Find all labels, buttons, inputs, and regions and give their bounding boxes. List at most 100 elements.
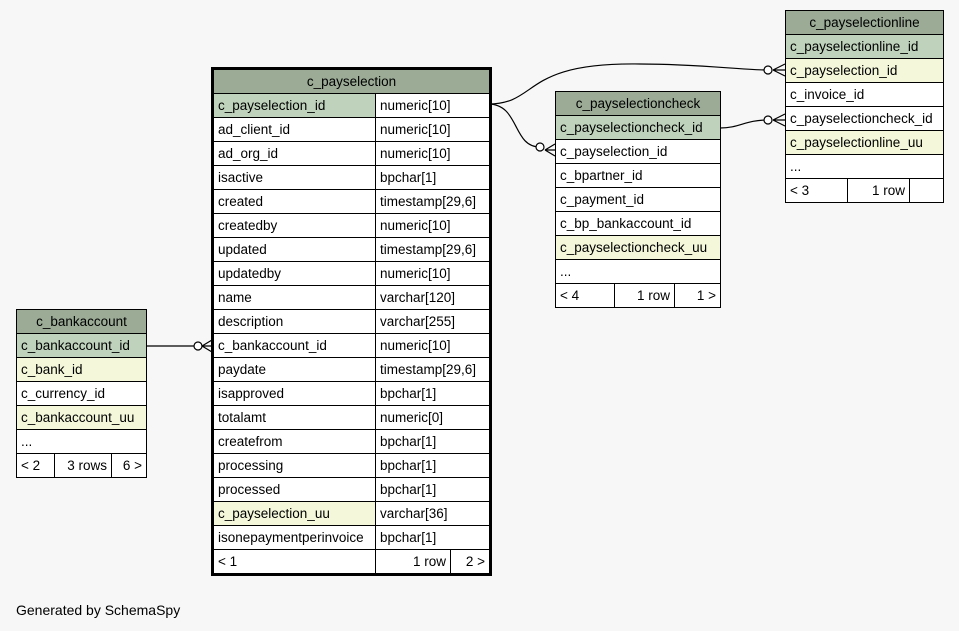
column-name[interactable]: name [212, 285, 376, 310]
column-name[interactable]: isactive [212, 165, 376, 190]
column-row[interactable]: c_bankaccount_id [15, 333, 148, 358]
column-row[interactable]: c_bank_id [15, 357, 148, 382]
row-count: 3 rows [54, 453, 112, 478]
table-title[interactable]: c_payselectionline [784, 10, 945, 35]
column-name[interactable]: c_bpartner_id [554, 163, 722, 188]
column-type: timestamp[29,6] [375, 189, 491, 214]
column-name[interactable]: isapproved [212, 381, 376, 406]
column-row[interactable]: c_payselectioncheck_uu [554, 235, 722, 260]
column-row[interactable]: c_bankaccount_uu [15, 405, 148, 430]
column-name[interactable]: createdby [212, 213, 376, 238]
column-row[interactable]: c_currency_id [15, 381, 148, 406]
column-name[interactable]: c_bank_id [15, 357, 148, 382]
parents-count[interactable]: < 4 [555, 283, 615, 308]
column-row[interactable]: ... [15, 429, 148, 454]
column-row[interactable]: c_bp_bankaccount_id [554, 211, 722, 236]
column-name[interactable]: c_payselection_id [784, 58, 945, 83]
column-name[interactable]: c_payselectionline_id [784, 34, 945, 59]
column-name[interactable]: c_payselectioncheck_uu [554, 235, 722, 260]
column-type: numeric[10] [375, 117, 491, 142]
column-name[interactable]: isonepaymentperinvoice [212, 525, 376, 550]
column-name[interactable]: c_payselection_uu [212, 501, 376, 526]
column-name[interactable]: c_invoice_id [784, 82, 945, 107]
column-name[interactable]: c_payselection_id [554, 139, 722, 164]
children-count[interactable]: 6 > [110, 453, 148, 478]
column-name[interactable]: updatedby [212, 261, 376, 286]
table-title[interactable]: c_bankaccount [15, 309, 148, 334]
column-name[interactable]: c_payselectioncheck_id [784, 106, 945, 131]
children-count[interactable]: 1 > [673, 283, 722, 308]
column-name[interactable]: c_bankaccount_id [15, 333, 148, 358]
children-count[interactable]: 2 > [450, 549, 491, 575]
column-name[interactable]: c_bankaccount_uu [15, 405, 148, 430]
column-name[interactable]: paydate [212, 357, 376, 382]
column-row[interactable]: ... [784, 154, 945, 179]
column-row[interactable]: c_payment_id [554, 187, 722, 212]
column-row[interactable]: c_payselectionline_uu [784, 130, 945, 155]
column-name[interactable]: processing [212, 453, 376, 478]
column-name[interactable]: c_currency_id [15, 381, 148, 406]
column-name[interactable]: totalamt [212, 405, 376, 430]
column-name[interactable]: description [212, 309, 376, 334]
column-row[interactable]: c_payselection_id [554, 139, 722, 164]
column-row[interactable]: c_payselectioncheck_id [554, 115, 722, 140]
table-header-row: c_bankaccount [15, 309, 148, 334]
column-name[interactable]: c_bp_bankaccount_id [554, 211, 722, 236]
parents-count[interactable]: < 1 [212, 549, 376, 575]
column-type: bpchar[1] [375, 477, 491, 502]
column-name[interactable]: ... [554, 259, 722, 284]
column-name[interactable]: c_bankaccount_id [212, 333, 376, 358]
column-type: numeric[10] [375, 141, 491, 166]
parents-count[interactable]: < 2 [16, 453, 55, 478]
column-name[interactable]: processed [212, 477, 376, 502]
column-row[interactable]: c_payselection_id [784, 58, 945, 83]
column-type: timestamp[29,6] [375, 357, 491, 382]
column-row[interactable]: ... [554, 259, 722, 284]
column-name[interactable]: c_payment_id [554, 187, 722, 212]
column-name[interactable]: ad_org_id [212, 141, 376, 166]
column-name[interactable]: ... [784, 154, 945, 179]
column-row[interactable]: c_invoice_id [784, 82, 945, 107]
parents-count[interactable]: < 3 [785, 178, 848, 203]
column-row[interactable]: c_bpartner_id [554, 163, 722, 188]
column-name[interactable]: c_payselectioncheck_id [554, 115, 722, 140]
column-name[interactable]: ... [15, 429, 148, 454]
table-header-row: c_payselectionline [784, 10, 945, 35]
column-name[interactable]: updated [212, 237, 376, 262]
edge-zero-marker [535, 142, 545, 152]
column-name[interactable]: c_payselection_id [212, 93, 376, 118]
column-name[interactable]: createfrom [212, 429, 376, 454]
column-name[interactable]: ad_client_id [212, 117, 376, 142]
children-count[interactable] [908, 178, 945, 203]
column-name[interactable]: created [212, 189, 376, 214]
table-title[interactable]: c_payselectioncheck [554, 91, 722, 116]
column-row[interactable]: c_payselectionline_id [784, 34, 945, 59]
column-name[interactable]: c_payselectionline_uu [784, 130, 945, 155]
table-title[interactable]: c_payselection [212, 68, 491, 94]
column-row[interactable]: c_payselectioncheck_id [784, 106, 945, 131]
